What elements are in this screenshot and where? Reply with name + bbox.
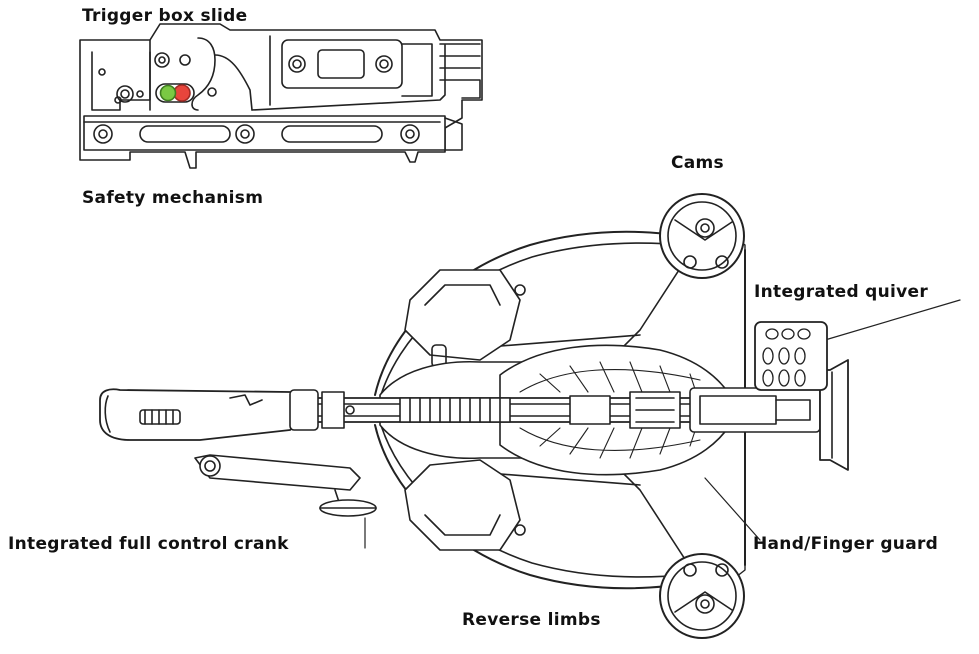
label-trigger-box-slide: Trigger box slide bbox=[82, 6, 248, 26]
label-safety-mechanism: Safety mechanism bbox=[82, 188, 264, 208]
label-cams: Cams bbox=[671, 153, 724, 173]
label-integrated-quiver: Integrated quiver bbox=[754, 282, 929, 302]
label-integrated-full-control-crank: Integrated full control crank bbox=[8, 534, 289, 554]
label-hand-finger-guard: Hand/Finger guard bbox=[753, 534, 939, 554]
label-reverse-limbs: Reverse limbs bbox=[462, 610, 601, 630]
